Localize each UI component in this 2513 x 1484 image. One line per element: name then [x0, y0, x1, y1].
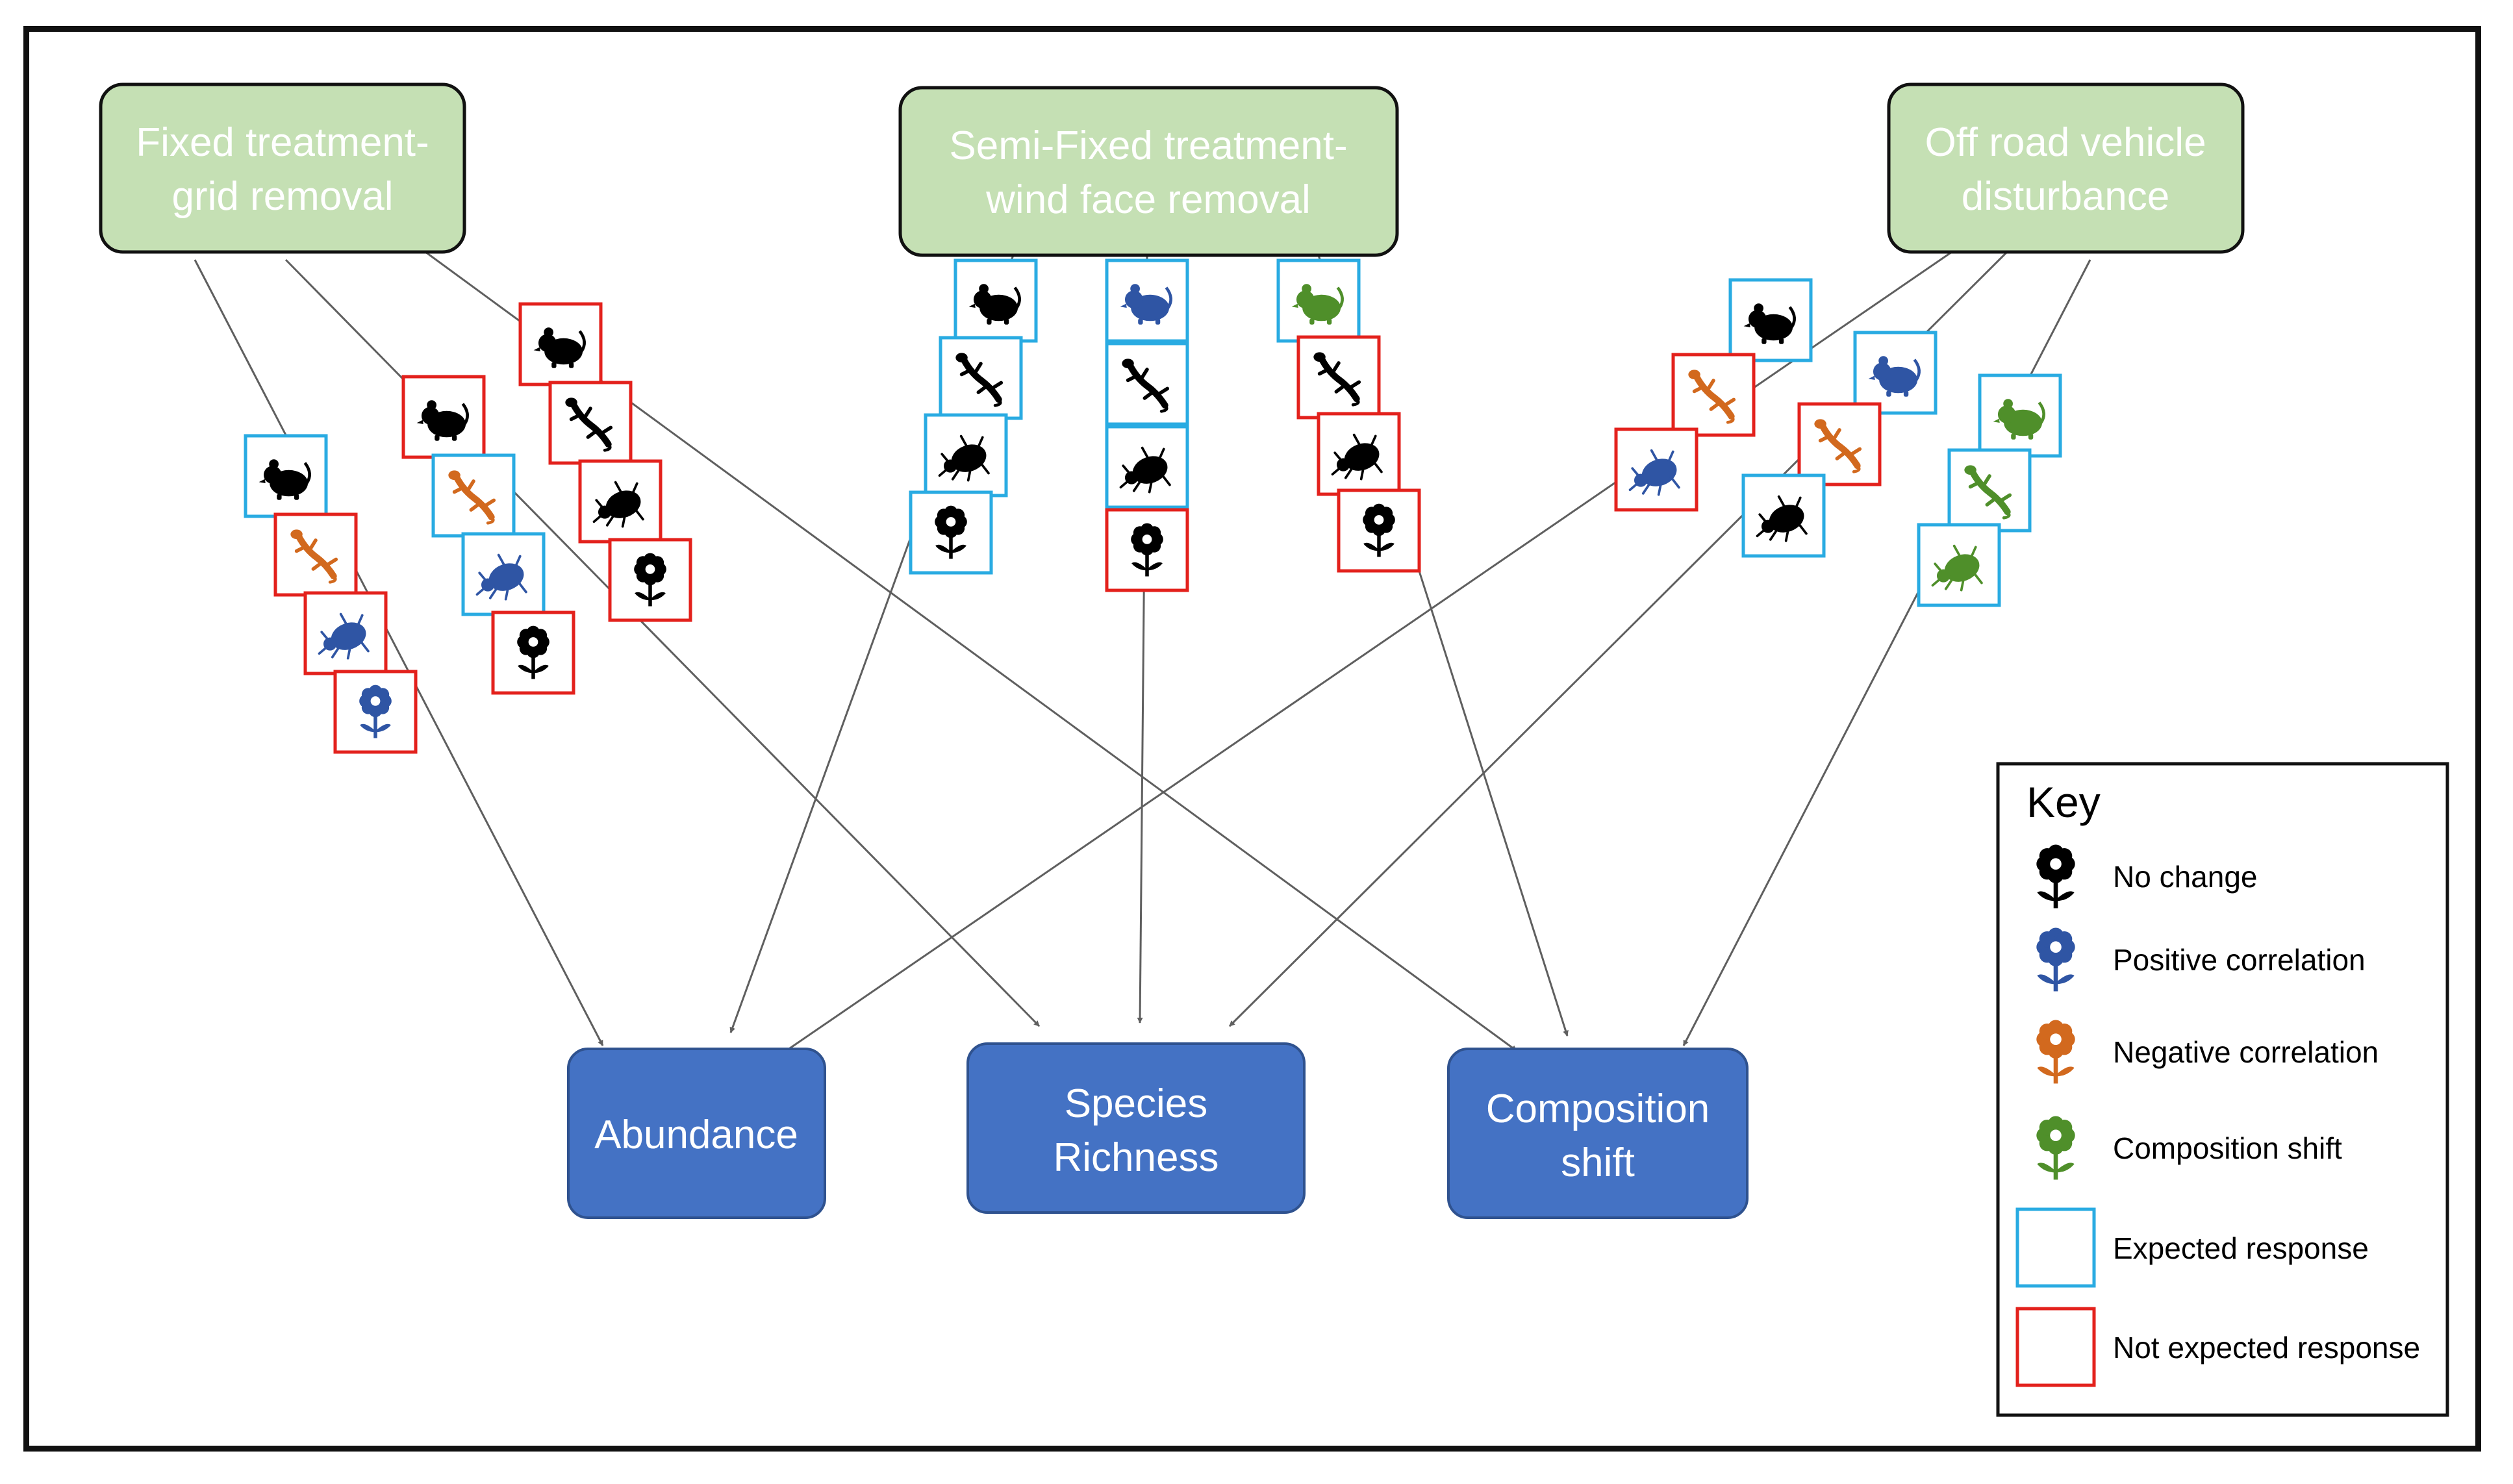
fixed-composition-flower-tile — [608, 538, 692, 622]
treatment-orv-node: Off road vehicle disturbance — [1887, 82, 2245, 254]
orv-abundance-beetle-tile — [1614, 427, 1698, 512]
treatment-semi-line2: wind face removal — [985, 177, 1311, 222]
not-expected-box — [578, 459, 663, 544]
orv-richness-lizard-tile — [1797, 402, 1882, 486]
fixed-richness-mammal-tile — [401, 375, 486, 459]
semi-composition-lizard-tile — [1296, 335, 1381, 420]
key-item: Positive correlation — [2036, 927, 2366, 992]
orv-abundance-lizard-tile — [1671, 353, 1756, 437]
fixed-abundance-lizard-tile — [273, 512, 358, 597]
outcome-richness-line1: Species — [1065, 1081, 1208, 1126]
semi-richness-beetle-tile — [1105, 425, 1189, 509]
semi-richness-lizard-tile — [1105, 342, 1189, 426]
semi-abundance-mammal-tile — [953, 258, 1038, 343]
fixed-abundance-flower-tile — [333, 670, 418, 754]
key-item: Expected response — [2015, 1207, 2369, 1288]
expected-box — [1105, 342, 1189, 426]
orv-composition-lizard-tile — [1947, 448, 2032, 533]
orv-richness-mammal-tile — [1853, 331, 1938, 415]
key-frame — [1996, 762, 2449, 1417]
semi-abundance-flower-tile — [909, 490, 993, 575]
semi-composition-flower-tile — [1337, 488, 1421, 573]
fixed-composition-lizard-tile — [548, 381, 633, 465]
orv-composition-beetle-tile — [1917, 523, 2001, 607]
orv-abundance-mammal-tile — [1728, 278, 1813, 362]
key-item: No change — [2036, 844, 2258, 909]
key-item-label: Positive correlation — [2113, 943, 2366, 977]
icon-layer — [244, 258, 2062, 754]
fixed-richness-lizard-tile — [431, 453, 516, 538]
treatment-semi-node: Semi-Fixed treatment- wind face removal — [898, 86, 1399, 257]
fixed-abundance-mammal-tile — [244, 434, 328, 518]
treatment-orv-line1: Off road vehicle — [1925, 120, 2206, 165]
key-item-label: Expected response — [2113, 1231, 2369, 1265]
outcome-composition-line1: Composition — [1486, 1087, 1710, 1131]
outcome-composition-line2: shift — [1561, 1140, 1635, 1185]
not-expected-box-swatch — [2015, 1307, 2096, 1387]
expected-box — [1853, 331, 1938, 415]
treatment-fixed-line2: grid removal — [171, 174, 393, 219]
key-item-label: No change — [2113, 860, 2258, 894]
treatment-fixed-node: Fixed treatment- grid removal — [99, 82, 466, 254]
treatment-fixed-line1: Fixed treatment- — [136, 120, 429, 165]
expected-box-swatch — [2015, 1207, 2096, 1288]
arrow-orv-to-abundance — [779, 251, 1952, 1057]
fixed-abundance-beetle-tile — [303, 591, 388, 675]
outcome-abundance-line1: Abundance — [594, 1113, 798, 1157]
semi-abundance-beetle-tile — [924, 413, 1008, 497]
figure-frame — [23, 26, 2481, 1452]
fixed-composition-mammal-tile — [518, 302, 603, 386]
fixed-richness-beetle-tile — [461, 532, 546, 616]
semi-abundance-lizard-tile — [939, 336, 1023, 420]
semi-composition-beetle-tile — [1317, 412, 1401, 496]
semi-richness-flower-tile — [1105, 508, 1189, 592]
key-item-label: Not expected response — [2113, 1331, 2420, 1365]
orv-composition-mammal-tile — [1978, 373, 2062, 458]
arrow-fixed-to-richness — [284, 258, 1041, 1027]
key-item-label: Composition shift — [2113, 1131, 2342, 1165]
outcome-composition-node: Composition shift — [1447, 1048, 1749, 1219]
treatment-orv-line2: disturbance — [1962, 174, 2170, 219]
outcome-richness-node: Species Richness — [966, 1042, 1306, 1214]
outcome-abundance-node: Abundance — [567, 1048, 826, 1219]
orv-richness-beetle-tile — [1741, 473, 1826, 558]
semi-composition-mammal-tile — [1276, 258, 1361, 343]
treatment-semi-line1: Semi-Fixed treatment- — [949, 123, 1347, 168]
arrow-fixed-to-abundance — [194, 259, 604, 1046]
fixed-richness-flower-tile — [491, 610, 575, 695]
fixed-composition-beetle-tile — [578, 459, 663, 544]
key-item: Composition shift — [2036, 1116, 2342, 1180]
outcome-richness-line2: Richness — [1054, 1135, 1219, 1180]
semi-richness-mammal-tile — [1105, 258, 1189, 343]
key-item-label: Negative correlation — [2113, 1035, 2379, 1069]
key-item: Negative correlation — [2036, 1020, 2379, 1084]
key-title: Key — [2027, 778, 2101, 826]
key-item: Not expected response — [2015, 1307, 2420, 1387]
